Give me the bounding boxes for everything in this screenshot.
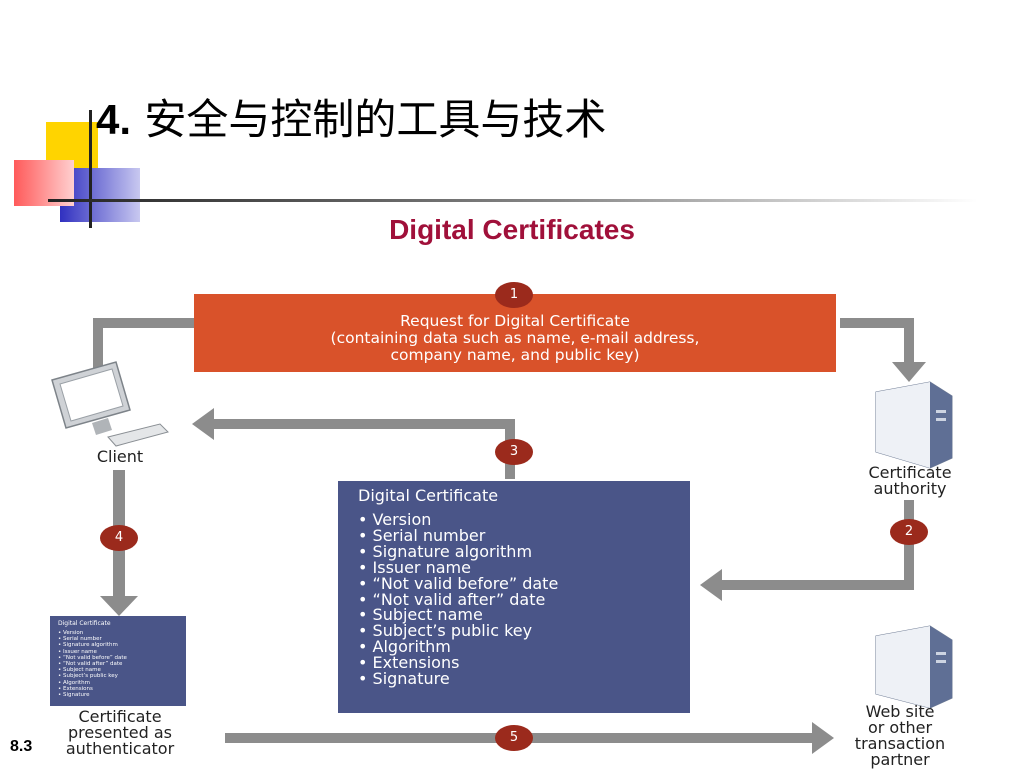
certificate-field: Algorithm [358, 639, 690, 655]
website-label-line-4: partner [870, 750, 930, 769]
certificate-field: Extensions [358, 655, 690, 671]
mini-certificate-field: Extensions [58, 686, 186, 692]
title-text: 安全与控制的工具与技术 [144, 95, 607, 144]
red-square [14, 160, 74, 206]
arrow-to-ca-head [892, 362, 926, 382]
vertical-rule [89, 110, 92, 228]
mini-certificate-box: Digital Certificate Version Serial numbe… [50, 616, 186, 706]
digital-certificate-box: Digital Certificate Version Serial numbe… [338, 481, 690, 713]
website-label-line-3: transaction [854, 734, 946, 753]
ca-label-line-2: authority [873, 479, 947, 498]
ca-label-line-1: Certificate [868, 463, 952, 482]
title-number: 4. [96, 96, 132, 143]
mini-certificate-field-list: Version Serial number Signature algorith… [58, 630, 186, 698]
mini-certificate-field: Serial number [58, 636, 186, 642]
arrow-client-up [93, 318, 195, 328]
diagram-subtitle: Digital Certificates [389, 214, 635, 245]
mini-certificate-field: Subject name [58, 667, 186, 673]
certificate-field: Serial number [358, 527, 690, 544]
arrow-step4-head [100, 596, 138, 616]
arrow-step3-horizontal [210, 419, 515, 429]
certificate-field: “Not valid after” date [358, 591, 690, 608]
mini-certificate-field: Subject’s public key [58, 673, 186, 679]
certificate-field: Subject name [358, 607, 690, 623]
arrow-step3-head [192, 408, 214, 440]
horizontal-rule [48, 199, 978, 202]
certificate-field: Signature [358, 671, 690, 687]
website-server-icon [875, 625, 953, 709]
step-number-5: 5 [509, 730, 519, 745]
request-line-2: (containing data such as name, e-mail ad… [330, 329, 700, 347]
arrow-step2-horizontal [718, 580, 914, 590]
arrow-step5-head [812, 722, 834, 754]
website-label-line-2: or other [867, 718, 933, 737]
presented-label-line-2: presented as [67, 723, 173, 742]
mini-certificate-field: “Not valid after” date [58, 661, 186, 667]
step-badge-4 [100, 525, 138, 551]
certificate-field: Version [358, 512, 690, 528]
certificate-field: “Not valid before” date [358, 575, 690, 592]
mini-certificate-field: Version [58, 630, 186, 636]
ca-label: Certificate authority [840, 465, 980, 497]
request-line-3: company name, and public key) [390, 346, 640, 364]
mini-certificate-field: Issuer name [58, 649, 186, 655]
slide-decoration [14, 110, 978, 228]
certificate-field: Subject’s public key [358, 623, 690, 639]
client-computer-icon [51, 361, 169, 447]
website-label-line-1: Web site [865, 702, 935, 721]
mini-certificate-heading: Digital Certificate [58, 620, 111, 627]
page-number: 8.3 [10, 738, 33, 755]
request-line-1: Request for Digital Certificate [400, 312, 630, 330]
mini-certificate-field: Algorithm [58, 680, 186, 686]
mini-certificate-field: Signature algorithm [58, 642, 186, 648]
arrow-to-ca-horizontal [840, 318, 914, 328]
slide-title: 4. 安全与控制的工具与技术 [96, 86, 606, 147]
step-badge-5 [495, 725, 533, 751]
step-badge-2 [890, 519, 928, 545]
arrow-client-up-vertical [93, 318, 103, 368]
step-number-2: 2 [904, 524, 914, 539]
presented-label-line-3: authenticator [65, 739, 175, 758]
arrow-to-ca-vertical [904, 318, 914, 366]
certificate-field: Signature algorithm [358, 543, 690, 560]
client-label: Client [96, 447, 144, 466]
certificate-field-list: Version Serial number Signature algorith… [358, 512, 690, 687]
certificate-heading: Digital Certificate [358, 486, 499, 505]
request-box-text: Request for Digital Certificate (contain… [195, 313, 835, 364]
step-number-1: 1 [509, 287, 519, 302]
step-number-4: 4 [114, 530, 124, 545]
step-badge-1 [495, 282, 533, 308]
presented-label: Certificate presented as authenticator [36, 709, 204, 757]
website-label: Web site or other transaction partner [836, 704, 964, 768]
step-badges [100, 282, 928, 751]
ca-server-icon [875, 381, 953, 469]
mini-certificate-field: Signature [58, 692, 186, 698]
presented-label-line-1: Certificate [78, 707, 162, 726]
arrow-step2-head [700, 569, 722, 601]
step-badge-3 [495, 439, 533, 465]
mini-certificate-field: “Not valid before” date [58, 655, 186, 661]
certificate-field: Issuer name [358, 559, 690, 576]
step-number-3: 3 [509, 444, 519, 459]
